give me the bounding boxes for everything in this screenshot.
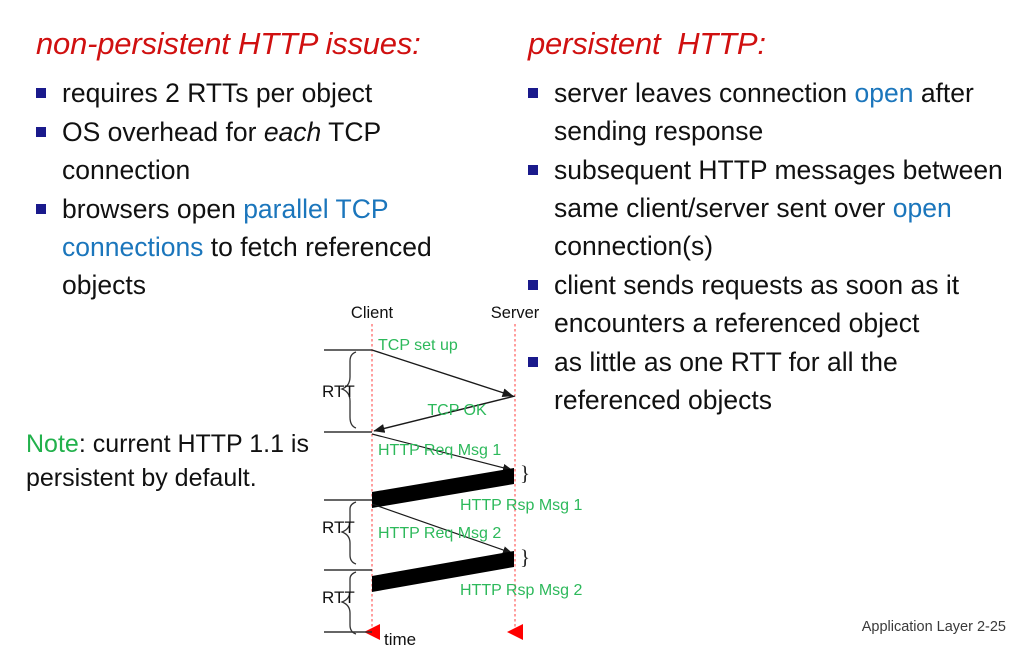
bullet-text: server leaves connection open after send… — [554, 78, 974, 146]
arrow-tcp-ok — [373, 395, 516, 433]
bullet-square-icon — [528, 165, 538, 175]
bullet-square-icon — [528, 357, 538, 367]
brace-2: } — [520, 545, 530, 569]
note-text: : current HTTP 1.1 is persistent by defa… — [26, 430, 309, 492]
message-label-http-req-1: HTTP Req Msg 1 — [378, 442, 501, 459]
bullet-one-rtt: as little as one RTT for all the referen… — [524, 343, 1024, 419]
bullet-square-icon — [36, 88, 46, 98]
arrow-tcp-setup — [371, 349, 514, 398]
message-label-http-rsp-2: HTTP Rsp Msg 2 — [460, 582, 583, 599]
bullet-text: OS overhead for each TCP connection — [62, 117, 381, 185]
slide-footer: Application Layer 2-25 — [861, 619, 1006, 635]
brace-1: } — [520, 461, 530, 485]
message-label-tcp-setup: TCP set up — [378, 337, 458, 354]
bullet-text: subsequent HTTP messages between same cl… — [554, 155, 1003, 261]
rtt-braces — [340, 351, 357, 635]
bullet-text: as little as one RTT for all the referen… — [554, 347, 898, 415]
bullet-text: requires 2 RTTs per object — [62, 78, 373, 108]
bullet-text: client sends requests as soon as it enco… — [554, 270, 960, 338]
bullet-square-icon — [36, 204, 46, 214]
sequence-diagram: Client Server RTT RTT RTT TCP s — [300, 300, 660, 653]
rtt-label-1: RTT — [322, 382, 355, 401]
bullet-square-icon — [36, 127, 46, 137]
response-bar-1 — [372, 468, 514, 508]
bullet-square-icon — [528, 280, 538, 290]
right-bullet-list: server leaves connection open after send… — [524, 74, 1024, 420]
bullet-server-leaves-open: server leaves connection open after send… — [524, 74, 1024, 150]
message-label-http-rsp-1: HTTP Rsp Msg 1 — [460, 497, 583, 514]
arrow-http-req-2 — [371, 503, 513, 554]
bullet-square-icon — [528, 88, 538, 98]
message-label-tcp-ok: TCP OK — [427, 402, 487, 419]
actor-label-server: Server — [491, 304, 540, 322]
rtt-tick-marks — [324, 349, 372, 633]
message-label-http-req-2: HTTP Req Msg 2 — [378, 525, 501, 542]
note-block: Note: current HTTP 1.1 is persistent by … — [26, 427, 326, 495]
right-column-heading: persistent HTTP: — [528, 26, 766, 61]
bullet-text: browsers open parallel TCP connections t… — [62, 194, 432, 300]
bullet-os-overhead: OS overhead for each TCP connection — [32, 113, 502, 189]
time-label: time — [384, 630, 416, 649]
rtt-label-3: RTT — [322, 588, 355, 607]
bullet-parallel-tcp: browsers open parallel TCP connections t… — [32, 190, 502, 304]
note-label: Note — [26, 430, 79, 458]
rtt-label-2: RTT — [322, 518, 355, 537]
bullet-subsequent-http: subsequent HTTP messages between same cl… — [524, 151, 1024, 265]
bullet-requires-rtts: requires 2 RTTs per object — [32, 74, 502, 112]
left-column-heading: non-persistent HTTP issues: — [36, 26, 421, 61]
actor-label-client: Client — [351, 304, 394, 322]
arrow-http-req-1 — [371, 433, 513, 472]
bullet-client-sends: client sends requests as soon as it enco… — [524, 266, 1024, 342]
response-bar-2 — [372, 551, 514, 592]
left-bullet-list: requires 2 RTTs per object OS overhead f… — [32, 74, 502, 305]
